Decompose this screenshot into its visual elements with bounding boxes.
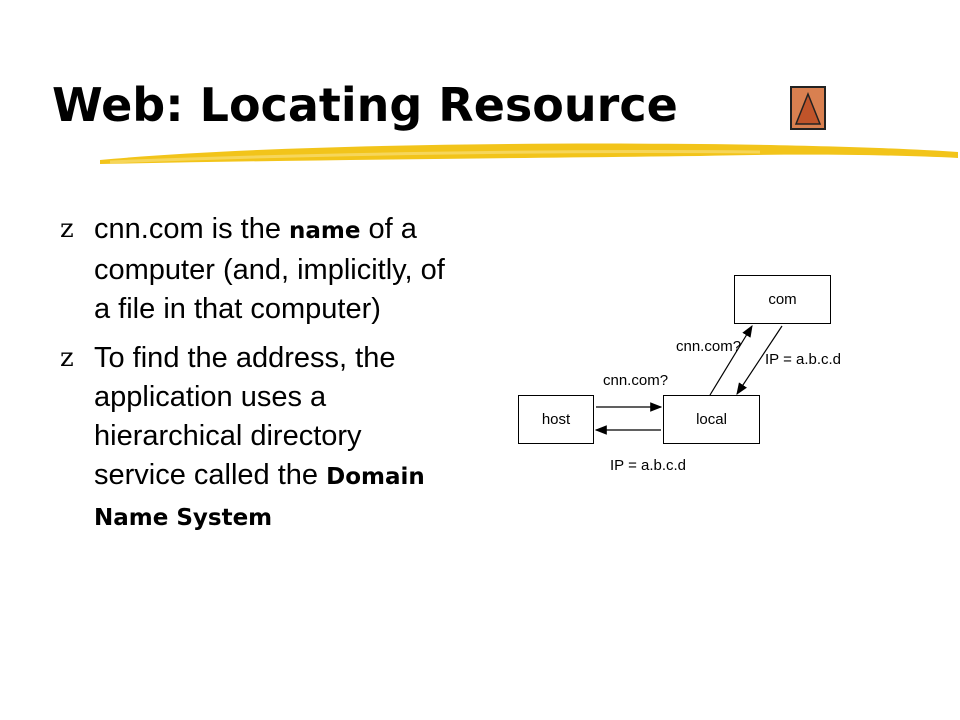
nav-up-button[interactable] xyxy=(790,86,826,130)
arrow-local-to-com xyxy=(709,324,753,396)
slide-title: Web: Locating Resource xyxy=(52,78,678,132)
label-query-com: cnn.com? xyxy=(676,338,742,355)
title-underline xyxy=(100,143,958,164)
node-local: local xyxy=(663,395,760,444)
bullet-item: z To find the address, the application u… xyxy=(58,339,458,538)
up-triangle-icon xyxy=(794,92,822,125)
node-com: com xyxy=(734,275,831,324)
arrow-com-to-local xyxy=(736,325,783,396)
bold-term: Domain Name System xyxy=(94,464,425,531)
label-query-local: cnn.com? xyxy=(603,372,669,389)
label-reply-local: IP = a.b.c.d xyxy=(610,457,687,474)
bullet-icon: z xyxy=(60,214,74,244)
bullet-icon: z xyxy=(60,343,74,373)
bold-term: name xyxy=(289,218,361,244)
label-reply-com: IP = a.b.c.d xyxy=(765,351,842,368)
bullet-list: z cnn.com is the name of a computer (and… xyxy=(58,210,458,548)
bullet-item: z cnn.com is the name of a computer (and… xyxy=(58,210,458,329)
node-host: host xyxy=(518,395,594,444)
